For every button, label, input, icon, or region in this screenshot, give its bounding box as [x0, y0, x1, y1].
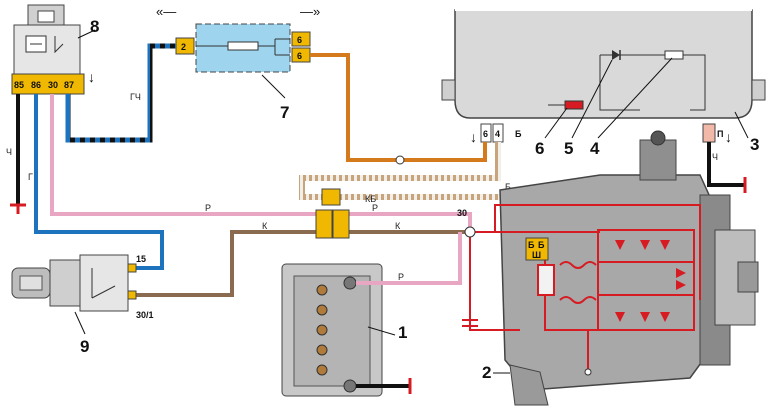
wire-blue — [34, 94, 164, 270]
wire-brown — [134, 230, 470, 297]
label-2: 2 — [482, 363, 491, 382]
code-gch: ГЧ — [130, 92, 141, 102]
fuse-element — [227, 41, 259, 51]
connector-rk-right — [332, 209, 350, 239]
code-r-bat: Р — [398, 272, 404, 282]
connector-rk-left — [315, 209, 333, 239]
code-ch-reg: Ч — [712, 152, 718, 162]
label-3: 3 — [750, 135, 759, 154]
label-5: 5 — [564, 139, 573, 158]
terminal-30 — [464, 226, 476, 238]
relay: 85 86 30 87 ↓ 8 — [11, 4, 99, 95]
relay-pin-85: 85 — [14, 80, 24, 90]
relay-pin-86: 86 — [31, 80, 41, 90]
reg-pin-b: Б — [515, 129, 522, 139]
fuse-pin-right-top: 6 — [297, 35, 302, 45]
regulator-chip — [564, 100, 584, 110]
code-r2: Р — [372, 203, 378, 213]
label-9: 9 — [80, 337, 89, 356]
label-8: 8 — [90, 17, 99, 36]
relay-pin-30: 30 — [48, 80, 58, 90]
wire-kb — [299, 142, 530, 200]
resistor-symbol — [664, 50, 684, 60]
wire-pink — [50, 94, 472, 230]
ign-pin-30-1: 30/1 — [136, 310, 154, 320]
label-7: 7 — [280, 103, 289, 122]
gen-term-b2: Б — [538, 240, 545, 250]
gen-term-b: Б — [528, 240, 535, 250]
arrow-right-icon: —» — [300, 4, 320, 19]
diode-symbol — [612, 50, 620, 60]
fuse-pin-left: 2 — [181, 42, 186, 52]
battery: Р 1 — [281, 232, 462, 397]
ignition-switch: 15 30/1 9 — [11, 254, 154, 356]
reg-pin-p: П — [717, 129, 723, 139]
code-ch: Ч — [6, 147, 12, 157]
wire-blue-black — [65, 43, 176, 143]
wire-reg-ground — [707, 142, 745, 187]
wire-battery-plus — [356, 232, 462, 285]
relay-pin-87: 87 — [64, 80, 74, 90]
code-k: К — [262, 221, 268, 231]
generator: 30 Б Б Ш 2 — [457, 130, 759, 406]
wire-junction — [395, 155, 405, 165]
connector-kb — [321, 188, 341, 206]
label-4: 4 — [590, 139, 600, 158]
arrow-left-icon: «— — [156, 4, 176, 19]
code-g: Г — [28, 172, 33, 182]
ground-arrow-left: ↓ — [470, 129, 477, 145]
code-k2: К — [395, 221, 401, 231]
label-1: 1 — [398, 323, 407, 342]
ign-pin-15: 15 — [136, 254, 146, 264]
relay-ground-arrow: ↓ — [88, 69, 95, 85]
battery-minus-terminal — [343, 379, 357, 393]
battery-plus-terminal — [343, 276, 357, 290]
code-kb: КБ — [365, 194, 376, 204]
code-r: Р — [205, 203, 211, 213]
rotor-winding — [537, 264, 555, 296]
label-6: 6 — [535, 139, 544, 158]
reg-pin-6: 6 — [483, 129, 488, 139]
code-b: Б — [505, 182, 511, 192]
fuse-block: 2 6 6 «— —» 7 — [156, 4, 320, 122]
fuse-pin-right-bottom: 6 — [297, 51, 302, 61]
wire-orange — [310, 53, 487, 162]
ground-arrow-right: ↓ — [725, 129, 732, 145]
reg-pin-4: 4 — [495, 129, 500, 139]
gen-term-30: 30 — [457, 208, 467, 218]
gen-term-sh: Ш — [532, 250, 541, 260]
voltage-regulator: 6 4 Б П ↓ ↓ 6 5 4 3 — [441, 9, 766, 158]
